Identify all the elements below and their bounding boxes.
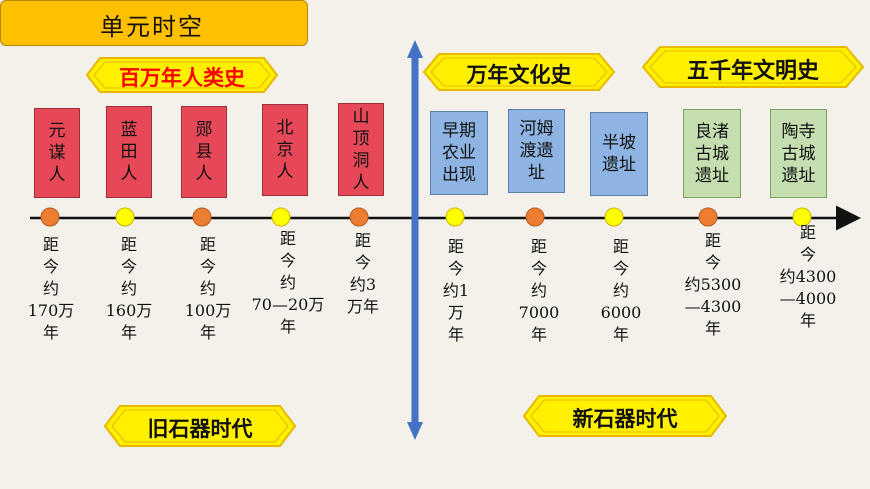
- timeline-dot: [271, 207, 291, 227]
- site-box-banpo: 半坡 遗址: [590, 112, 648, 196]
- date-shandingdong: 距 今 约3 万年: [346, 231, 379, 316]
- date-banpo: 距 今 约 6000 年: [600, 237, 642, 344]
- timeline-dot: [792, 207, 812, 227]
- site-box-hemudu: 河姆 渡遗 址: [508, 109, 565, 193]
- site-box-yuanmou: 元 谋 人: [34, 108, 80, 198]
- banner-five-thousand-label: 五千年文明史: [686, 59, 819, 84]
- site-box-shandingdong: 山 顶 洞 人: [338, 103, 384, 196]
- divider-arrow-top: [407, 40, 423, 58]
- timeline-dot: [192, 207, 212, 227]
- site-box-taosi: 陶寺 古城 遗址: [770, 109, 827, 198]
- banner-million-shape: [86, 57, 278, 93]
- site-box-yunxian: 郧 县 人: [181, 106, 227, 198]
- timeline-dot: [115, 207, 135, 227]
- banner-neolithic-label: 新石器时代: [572, 407, 678, 431]
- banner-paleolithic-shape: [104, 405, 296, 447]
- timeline-dot: [40, 207, 60, 227]
- timeline-dot: [445, 207, 465, 227]
- banner-five-thousand-years: 五千年文明史: [642, 46, 864, 88]
- date-yuanmou: 距 今 约 170万 年: [27, 235, 75, 342]
- date-taosi: 距 今 约4300 —4000 年: [779, 223, 837, 330]
- banner-neolithic: 新石器时代: [523, 395, 727, 437]
- date-early-agriculture: 距 今 约1 万 年: [442, 237, 470, 344]
- site-box-lantian: 蓝 田 人: [106, 106, 152, 198]
- date-hemudu: 距 今 约 7000 年: [518, 237, 560, 344]
- timeline-dot: [604, 207, 624, 227]
- banner-ten-thousand-years: 万年文化史: [423, 53, 615, 91]
- date-lantian: 距 今 约 160万 年: [105, 235, 153, 342]
- banner-paleolithic: 旧石器时代: [104, 405, 296, 447]
- unit-title: 单元时空: [100, 13, 204, 41]
- banner-ten-thousand-shape: [423, 53, 615, 91]
- date-yunxian: 距 今 约 100万 年: [184, 235, 232, 342]
- date-liangzhu: 距 今 约5300 —4300 年: [684, 231, 742, 338]
- banner-million-years: 百万年人类史: [86, 57, 278, 93]
- site-box-early-agriculture: 早期 农业 出现: [430, 111, 488, 195]
- unit-title-box: 单元时空: [0, 0, 308, 46]
- site-box-liangzhu: 良渚 古城 遗址: [683, 109, 741, 198]
- banner-ten-thousand-label: 万年文化史: [466, 63, 572, 87]
- timeline-dot: [698, 207, 718, 227]
- banner-million-label: 百万年人类史: [119, 66, 245, 90]
- banner-paleolithic-label: 旧石器时代: [147, 417, 253, 441]
- banner-neolithic-shape: [523, 395, 727, 437]
- divider-arrow-bottom: [407, 422, 423, 440]
- banner-five-thousand-shape: [642, 46, 864, 88]
- timeline-dot: [349, 207, 369, 227]
- timeline-dot: [525, 207, 545, 227]
- date-beijing: 距 今 约 70—20万 年: [251, 229, 325, 336]
- site-box-beijing: 北 京 人: [262, 104, 308, 196]
